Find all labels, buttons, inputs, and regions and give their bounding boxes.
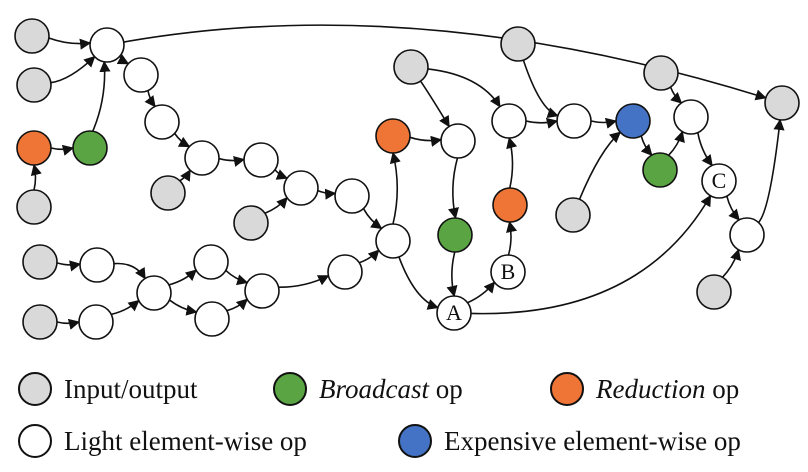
light-node	[194, 301, 230, 337]
light-node	[243, 142, 279, 178]
input-node	[150, 175, 186, 211]
node-label-a: A	[446, 300, 462, 325]
input-node	[764, 85, 800, 121]
light-node	[123, 57, 159, 93]
edge-arrow	[668, 130, 685, 156]
light-node	[89, 27, 125, 63]
edge-arrow	[179, 169, 191, 182]
edge-arrow	[264, 196, 288, 214]
edge-arrow	[48, 37, 92, 50]
edge-arrow	[218, 155, 246, 167]
edge-arrow	[92, 60, 111, 132]
light-node	[673, 99, 709, 135]
node-label-c: C	[712, 168, 727, 193]
expensive-node	[615, 103, 651, 139]
light-node	[701, 163, 737, 199]
edge-arrow	[669, 86, 683, 104]
edge-arrow	[398, 256, 439, 310]
edge-arrow	[427, 68, 501, 108]
input-node	[16, 189, 52, 225]
light-node	[334, 178, 370, 214]
edge-arrow	[506, 220, 518, 256]
edge-arrow	[278, 275, 330, 289]
edge-arrow	[640, 135, 653, 156]
edge-arrow	[225, 269, 249, 286]
input-node	[16, 67, 52, 103]
edge-arrow	[30, 163, 42, 191]
input-node	[500, 26, 536, 62]
edge-arrow	[697, 132, 713, 167]
light-node	[144, 104, 180, 140]
edge-arrow	[113, 262, 146, 280]
broadcast-node	[437, 217, 473, 253]
edge-arrow	[169, 299, 198, 316]
light-node	[375, 223, 411, 259]
edge-arrow	[274, 169, 289, 180]
edge-arrow	[226, 298, 248, 312]
light-node	[327, 254, 363, 290]
light-node	[79, 247, 115, 283]
edge-arrow	[111, 299, 140, 316]
reduction-node	[16, 130, 52, 166]
input-node	[555, 197, 591, 233]
light-node	[184, 140, 220, 176]
input-node	[643, 55, 679, 91]
light-node	[436, 295, 472, 331]
edge-arrow	[168, 269, 197, 286]
edge-arrow	[757, 118, 785, 224]
edge-arrow	[419, 80, 450, 128]
edge-arrow	[525, 117, 559, 129]
edge-arrow	[50, 144, 75, 156]
light-node	[490, 254, 526, 290]
light-node	[283, 170, 319, 206]
light-node	[440, 123, 476, 159]
edge-arrow	[144, 90, 156, 108]
reduction-node	[492, 187, 528, 223]
edge-arrow	[506, 136, 518, 189]
edge-arrow	[409, 135, 443, 147]
reduction-node	[375, 118, 411, 154]
input-node	[696, 274, 732, 310]
edge-arrow	[470, 194, 712, 315]
edge-arrow	[50, 55, 96, 84]
edge-arrow	[389, 151, 401, 225]
broadcast-node	[642, 152, 678, 188]
node-label-b: B	[501, 259, 516, 284]
light-node	[78, 304, 114, 340]
light-node	[729, 217, 765, 253]
edge-arrow	[359, 249, 380, 264]
input-node	[233, 205, 269, 241]
light-node	[193, 244, 229, 280]
light-node	[491, 103, 527, 139]
edge-arrow	[467, 281, 496, 304]
edge-arrow	[448, 157, 459, 220]
edge-arrow	[590, 117, 618, 129]
edge-arrow	[522, 59, 559, 118]
light-node	[244, 273, 280, 309]
broadcast-node	[72, 130, 108, 166]
edge-arrow	[362, 208, 383, 230]
input-node	[22, 304, 58, 340]
input-node	[22, 244, 58, 280]
edge-arrow	[56, 318, 81, 330]
light-node	[136, 275, 172, 311]
edge-arrow	[726, 195, 740, 221]
input-node	[393, 49, 429, 85]
light-node	[556, 103, 592, 139]
edge-arrow	[721, 248, 741, 278]
edge-arrow	[578, 131, 622, 200]
edge-arrow	[173, 132, 191, 148]
input-node	[14, 18, 50, 54]
edge-arrow	[116, 54, 130, 65]
edge-arrow	[56, 260, 82, 272]
edge-arrow	[317, 188, 337, 200]
edge-arrow	[446, 251, 458, 298]
